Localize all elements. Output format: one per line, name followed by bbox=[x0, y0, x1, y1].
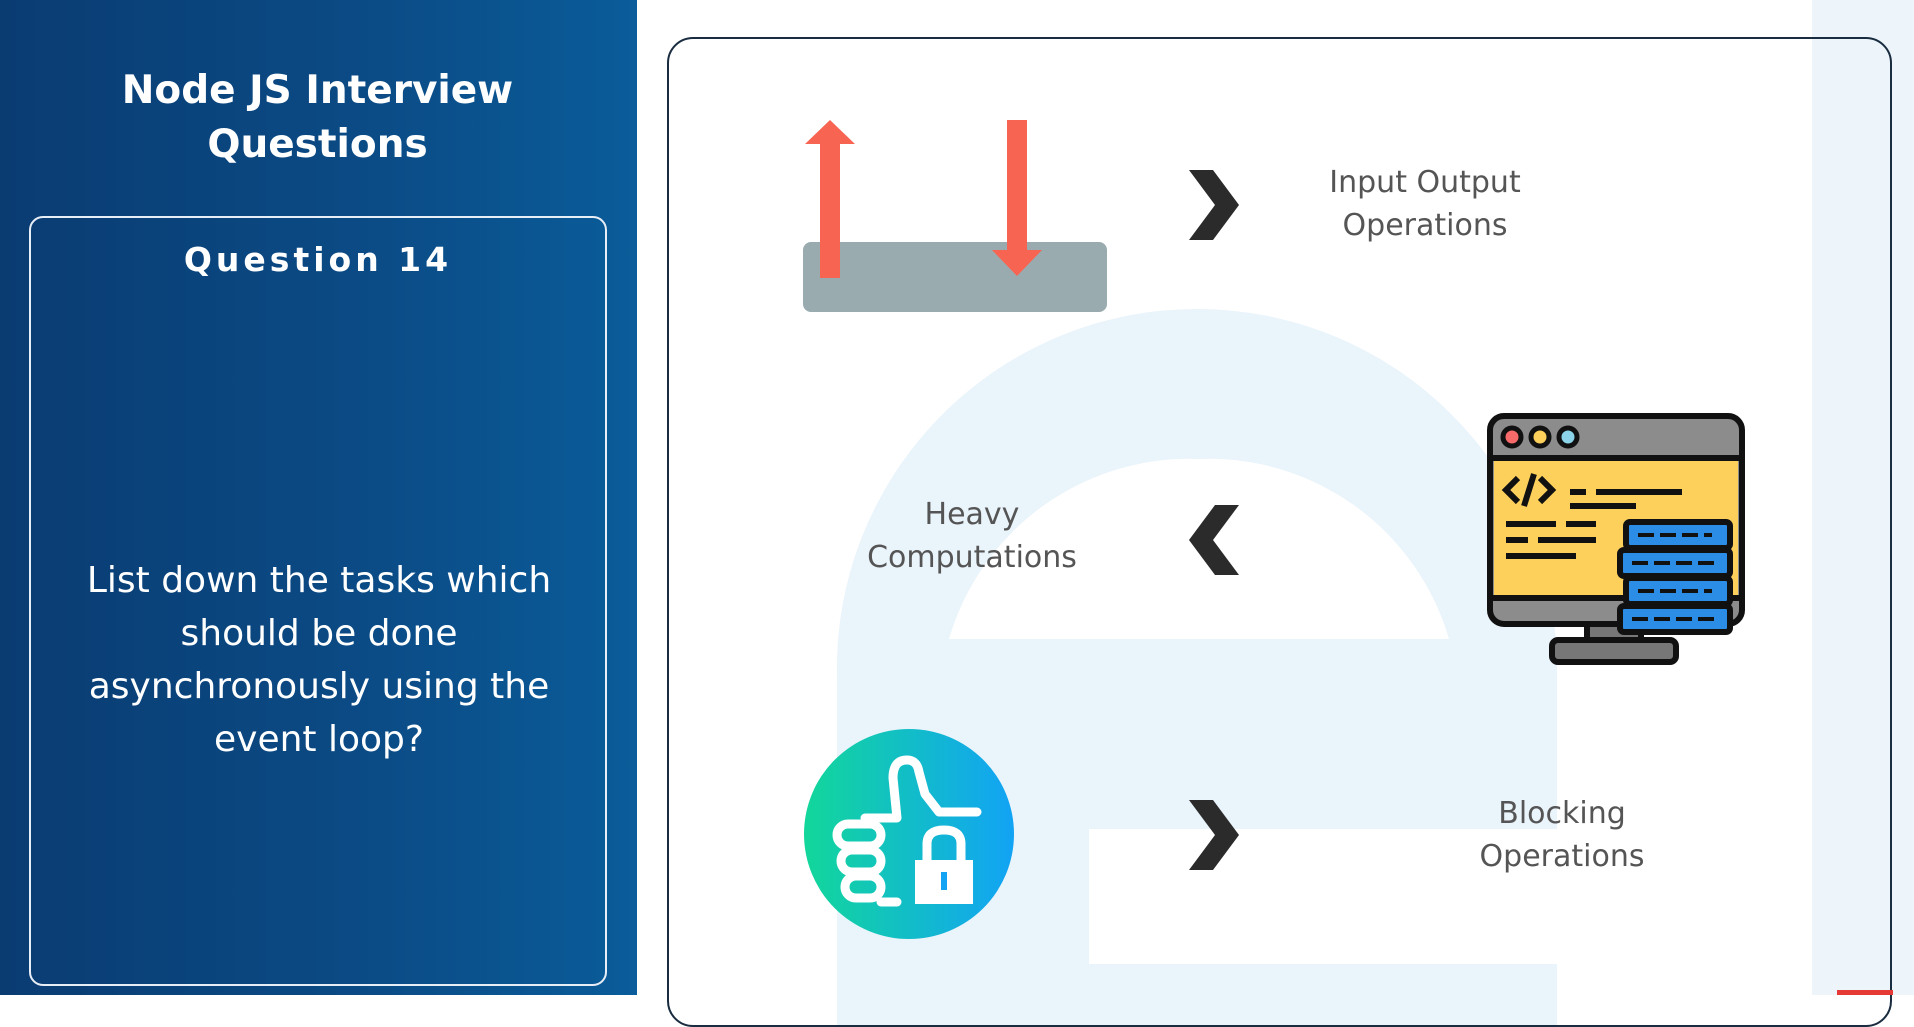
item-label-computations: Heavy Computations bbox=[822, 493, 1122, 579]
thumbs-up-lock-icon bbox=[804, 729, 1014, 939]
deck-title-line2: Questions bbox=[207, 122, 428, 167]
item-label-blocking-line2: Operations bbox=[1479, 839, 1645, 874]
io-arrows-icon bbox=[803, 120, 1107, 312]
item-label-computations-line2: Computations bbox=[867, 540, 1077, 575]
question-label: Question 14 bbox=[183, 240, 453, 279]
item-label-blocking: Blocking Operations bbox=[1412, 792, 1712, 878]
item-label-io: Input Output Operations bbox=[1275, 161, 1575, 247]
item-label-computations-line1: Heavy bbox=[924, 497, 1020, 532]
progress-marker bbox=[1837, 990, 1893, 995]
deck-title: Node JS Interview Questions bbox=[30, 64, 605, 172]
left-panel: Node JS Interview Questions Question 14 … bbox=[0, 0, 637, 995]
item-label-io-line2: Operations bbox=[1342, 208, 1508, 243]
item-label-blocking-line1: Blocking bbox=[1498, 796, 1626, 831]
question-card: Question 14 List down the tasks which sh… bbox=[29, 216, 607, 986]
chevron-right-icon bbox=[1189, 170, 1239, 240]
background-strip bbox=[1812, 0, 1914, 995]
deck-title-line1: Node JS Interview bbox=[121, 68, 514, 113]
question-text: List down the tasks which should be done… bbox=[86, 560, 552, 760]
watermark-logo bbox=[836, 309, 1557, 1025]
item-label-io-line1: Input Output bbox=[1329, 165, 1521, 200]
chevron-right-icon bbox=[1189, 800, 1239, 870]
code-monitor-icon bbox=[1487, 413, 1745, 665]
chevron-left-icon bbox=[1189, 505, 1239, 575]
